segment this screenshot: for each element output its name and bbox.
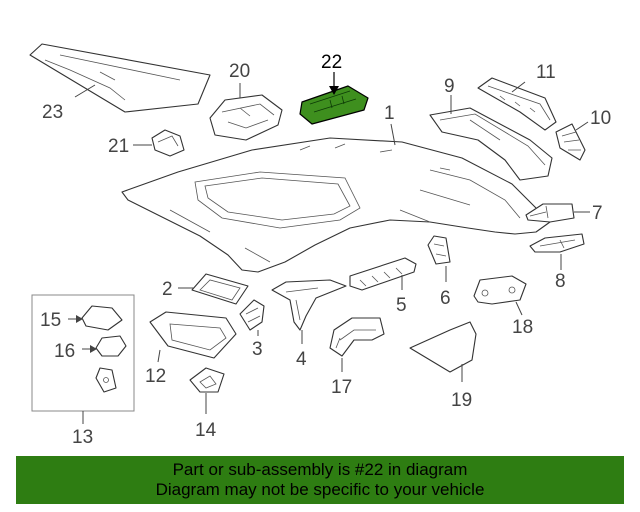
callout-22: 22 [321, 52, 342, 73]
parts-diagram: 23 22 20 21 1 9 11 [29, 43, 611, 448]
callout-20: 20 [229, 61, 250, 82]
part-2-lens [178, 273, 249, 305]
part-16-bracket [82, 335, 127, 357]
part-7-bracket [525, 203, 590, 223]
callout-18: 18 [512, 317, 533, 338]
part-12-sun-visor [149, 311, 237, 363]
part-10-bracket [555, 121, 589, 161]
callout-13: 13 [72, 427, 93, 448]
callout-4: 4 [296, 349, 307, 370]
callout-7: 7 [592, 203, 603, 224]
part-18-bracket [473, 275, 527, 316]
callout-16: 16 [54, 341, 75, 362]
callout-11: 11 [536, 62, 556, 83]
callout-14: 14 [195, 420, 217, 441]
part-9-rear-rail [429, 95, 553, 181]
part-21-clip [133, 129, 185, 157]
callout-5: 5 [396, 295, 407, 316]
callout-15: 15 [40, 310, 61, 331]
part-22-highlighted[interactable] [299, 72, 369, 125]
part-11-rail [477, 77, 557, 131]
part-17-bracket [329, 317, 385, 372]
part-13-kit-box [31, 294, 135, 424]
part-6-clip [427, 235, 451, 282]
part-4-pillar [271, 279, 347, 344]
banner-line-2: Diagram may not be specific to your vehi… [155, 480, 485, 499]
part-1-headliner [121, 123, 551, 273]
part-8-bracket [529, 233, 585, 270]
callout-12: 12 [145, 366, 166, 387]
part-14-trim [189, 367, 225, 414]
banner-line-1: Part or sub-assembly is #22 in diagram [172, 460, 468, 479]
part-23-sunshade [29, 43, 211, 113]
part-3-clip [239, 299, 265, 336]
callout-9: 9 [444, 76, 455, 97]
callout-2: 2 [162, 279, 173, 300]
callout-8: 8 [555, 271, 566, 292]
callout-17: 17 [331, 377, 352, 398]
part-5-reinforcement [349, 257, 417, 291]
callout-10: 10 [590, 108, 611, 129]
callout-3: 3 [252, 339, 263, 360]
callout-23: 23 [42, 102, 63, 123]
part-20-dome-light [209, 83, 283, 141]
part-13-sub-bracket [95, 367, 117, 393]
part-15-cover [68, 305, 123, 331]
info-banner: Part or sub-assembly is #22 in diagram D… [16, 456, 624, 504]
part-19-panel [409, 321, 477, 382]
callout-6: 6 [440, 288, 451, 309]
callout-19: 19 [451, 390, 472, 411]
callout-1: 1 [384, 103, 395, 124]
callout-21: 21 [108, 136, 129, 157]
